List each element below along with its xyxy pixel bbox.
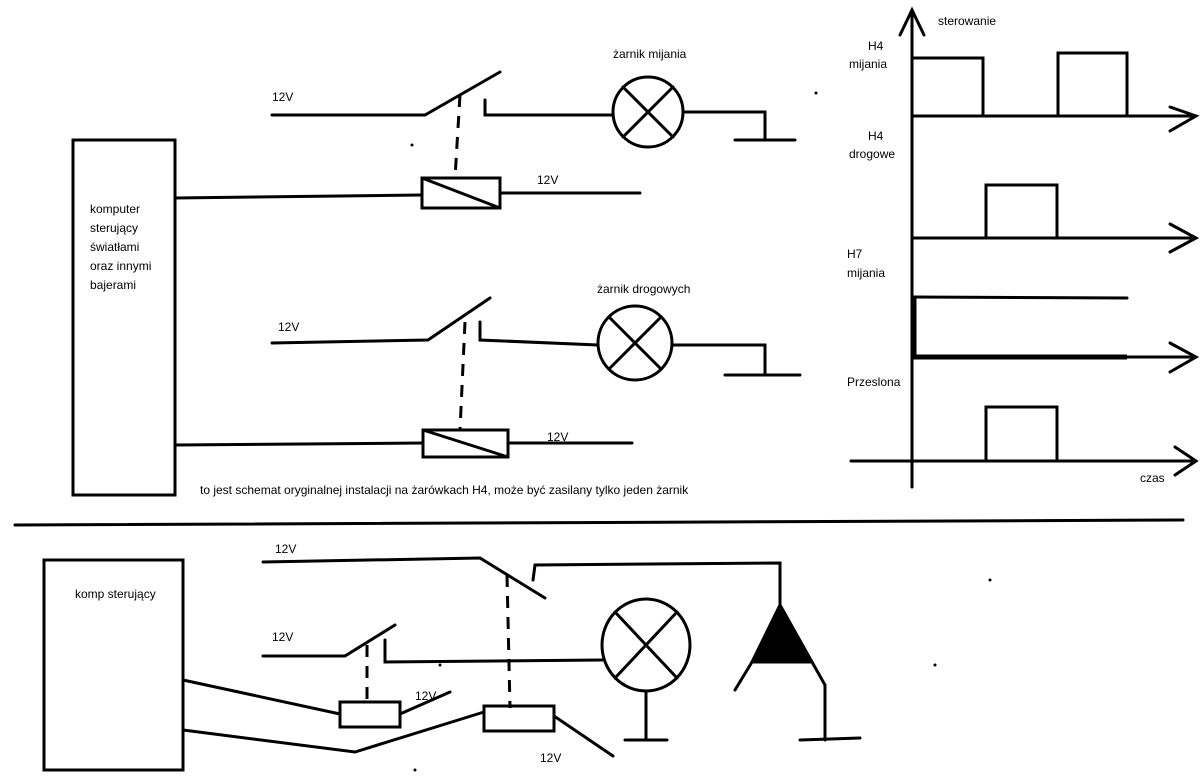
pulse — [984, 405, 1059, 463]
wire — [173, 441, 425, 447]
computer-label-line: światłami — [90, 240, 139, 254]
arrow-icon — [1168, 222, 1200, 254]
arrow-icon — [1168, 341, 1200, 374]
signal-label: H4 — [868, 39, 884, 53]
arrow-icon — [1168, 105, 1200, 133]
wire — [531, 561, 782, 607]
caption: to jest schemat oryginalnej instalacji n… — [200, 483, 689, 497]
relay-coil-icon — [338, 700, 402, 729]
relay-supply-label: 12V — [547, 430, 568, 444]
relay-switch — [261, 556, 547, 600]
wire — [483, 98, 614, 117]
wire — [681, 110, 767, 142]
timing-diagram: sterowanie H4 mijania H4 drogowe H7 mija… — [847, 6, 1200, 489]
diode-icon — [733, 601, 827, 742]
bottom-schematic: komp sterujący 12V 12V 12V 12V — [42, 542, 992, 772]
supply-label: 12V — [272, 90, 293, 104]
supply-label: 12V — [272, 630, 293, 644]
wire — [181, 678, 342, 716]
supply-label: 12V — [275, 542, 296, 556]
signal-label: H4 — [868, 129, 884, 143]
relay-coil-icon — [420, 176, 502, 210]
signal-label: H7 — [847, 247, 863, 261]
high-beam-circuit: 12V żarnik drogowych 12V — [173, 282, 802, 459]
mechanical-link — [505, 574, 512, 709]
top-schematic: komputer sterujący światłami oraz innymi… — [71, 47, 818, 497]
computer-box — [42, 558, 185, 772]
ground-icon — [798, 736, 862, 742]
wire — [173, 193, 424, 200]
relay-switch — [261, 623, 397, 658]
computer-label-line: komputer — [90, 202, 140, 216]
wire — [552, 714, 615, 758]
mechanical-link — [458, 321, 467, 431]
relay-supply-label: 12V — [537, 173, 558, 187]
wire — [670, 343, 767, 377]
y-axis-arrow-icon — [898, 6, 926, 37]
computer-box — [71, 138, 177, 497]
wire — [383, 638, 604, 664]
relay-switch — [270, 296, 492, 345]
computer-label-line: sterujący — [90, 221, 138, 235]
lamp-label: żarnik drogowych — [597, 282, 690, 296]
signal-label: mijania — [847, 266, 885, 280]
lamp-icon — [600, 597, 692, 693]
wire — [478, 320, 600, 347]
divider — [13, 518, 1185, 527]
lamp-icon — [596, 304, 674, 382]
pulse — [984, 183, 1059, 240]
computer-label: komp sterujący — [75, 587, 156, 601]
y-axis-label: sterowanie — [938, 14, 996, 28]
wire — [398, 690, 452, 716]
computer-label-line: bajerami — [90, 278, 136, 292]
pulse — [910, 56, 985, 118]
signal-label: mijania — [849, 57, 887, 71]
low-beam-circuit: 12V żarnik mijania 12V — [173, 47, 797, 210]
supply-label: 12V — [415, 689, 436, 703]
relay-switch — [270, 70, 502, 117]
signal-label: drogowe — [849, 147, 895, 161]
lamp-label: żarnik mijania — [613, 47, 687, 61]
relay-coil-icon — [421, 428, 510, 459]
x-axis-label: czas — [1140, 471, 1165, 485]
supply-label: 12V — [278, 320, 299, 334]
computer-label-line: oraz innymi — [90, 259, 151, 273]
mechanical-link — [453, 94, 462, 179]
wire — [181, 710, 486, 754]
supply-label: 12V — [540, 751, 561, 765]
relay-coil-icon — [482, 704, 556, 733]
lamp-icon — [611, 75, 685, 149]
signal-label: Przeslona — [847, 375, 901, 389]
arrow-icon — [1173, 445, 1199, 477]
pulse — [1056, 51, 1129, 118]
signal-level-high — [910, 295, 1129, 300]
